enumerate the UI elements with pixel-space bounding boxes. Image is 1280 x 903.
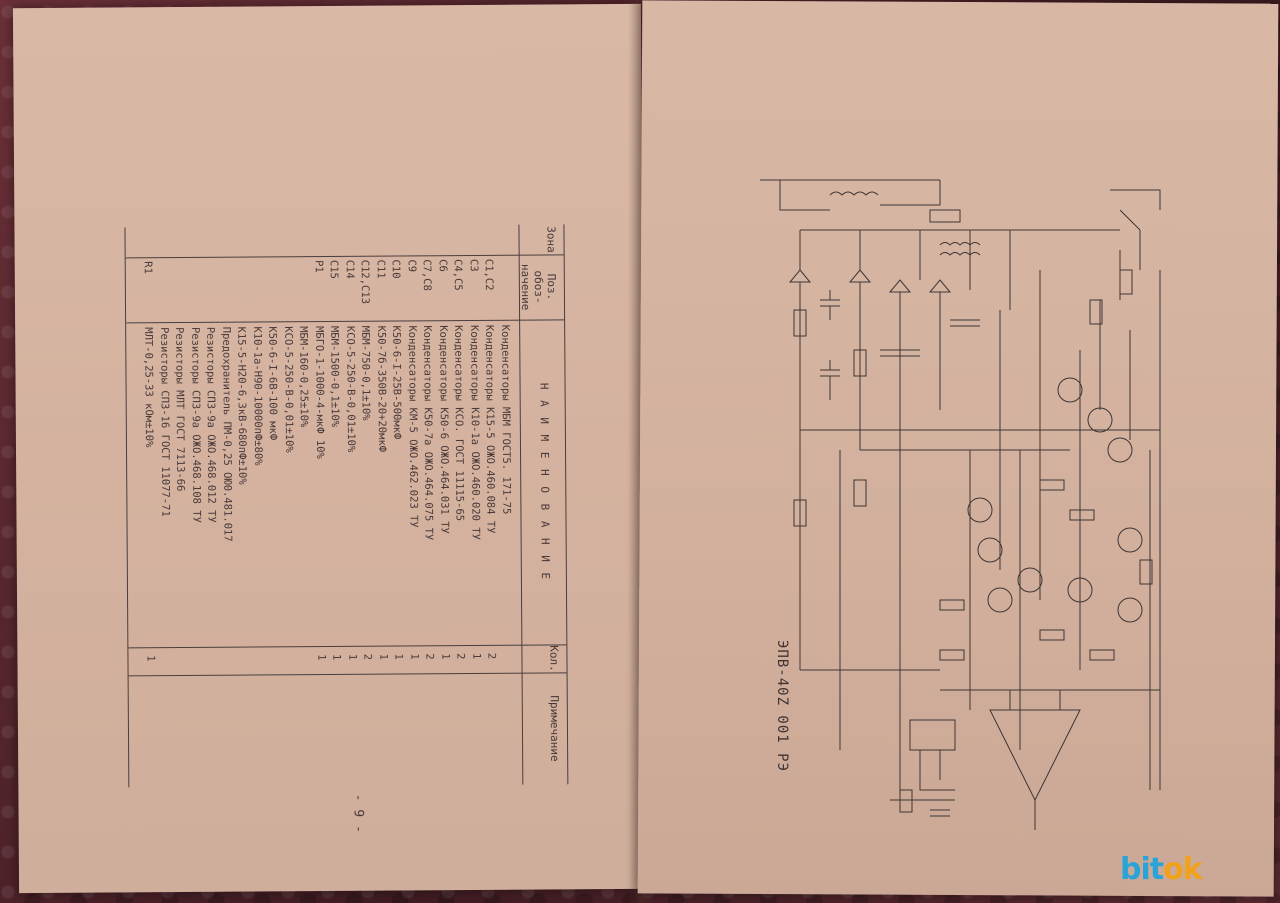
row-name: Конденсаторы МБМ ГОСТ5. 171-75	[499, 324, 513, 515]
row-name: К50-6-I-6В-100 мкФ	[266, 326, 280, 441]
row-qty: 2	[361, 653, 374, 661]
row-name: К50-6-I-25В-500мкФ	[390, 325, 404, 440]
row-position: C15	[328, 259, 341, 279]
row-qty: 1	[377, 653, 390, 661]
logo-text-b: ok	[1163, 852, 1203, 887]
row-qty: 1	[470, 652, 483, 660]
table-row: Конденсаторы МБМ ГОСТ5. 171-75	[497, 225, 515, 785]
component-table: Зона Поз. обоз- начение Н А И М Е Н О В …	[124, 224, 569, 788]
row-name: Резисторы СП3-16 ГОСТ 11077-71	[158, 327, 172, 517]
header-position: Поз. обоз- начение	[518, 263, 558, 311]
row-name: МБМ-160-0,25±10%	[297, 326, 311, 428]
row-qty: 1	[346, 653, 359, 661]
row-name: Конденсаторы КСО. ГОСТ 11115-65	[452, 325, 467, 522]
header-qty: Кол.	[547, 645, 561, 672]
row-name: МЛТ-0,25-33 кОм±10%	[142, 327, 156, 448]
row-name: Конденсаторы К10-1а ОЖО.460.020 ТУ	[468, 324, 482, 540]
table-frame: Зона Поз. обоз- начение Н А И М Е Н О В …	[124, 224, 569, 788]
row-position: C9	[405, 259, 418, 273]
row-position: C4,C5	[452, 259, 465, 291]
row-name: К10-1а-Н90-10000пФ±80%	[251, 326, 265, 466]
row-position: C10	[390, 259, 403, 279]
row-qty: 2	[454, 653, 467, 660]
row-name: КСО-5-250-В-0,01±10%	[344, 325, 358, 453]
row-name: МБМ-750-0,1±10%	[359, 325, 373, 421]
header-note: Примечание	[547, 695, 562, 762]
row-qty: 2	[485, 652, 498, 660]
row-qty: 1	[439, 653, 452, 660]
row-position: C14	[343, 259, 356, 279]
row-qty: 1	[315, 654, 328, 661]
row-name: Предохранитель ПМ-0,25 ОЮ0.481.017	[220, 326, 234, 542]
left-page: Зона Поз. обоз- начение Н А И М Е Н О В …	[12, 3, 648, 894]
row-position: C7,C8	[421, 259, 434, 291]
row-position: C6	[436, 259, 449, 272]
header-name: Н А И М Е Н О В А Н И Е	[537, 382, 552, 582]
row-name: КСО-5-250-В-0,01±10%	[282, 326, 296, 453]
row-name: Резисторы СП3-9а ОЖО.468.108 ТУ	[189, 326, 203, 523]
row-position: C12,C13	[359, 259, 372, 305]
bitok-logo: bitok	[1120, 852, 1203, 887]
row-qty: 2	[423, 653, 436, 660]
row-name: К15-5-Н20-6,3кВ-680пФ±10%	[235, 326, 249, 485]
row-name: Конденсаторы К15-5 ОЖО.460.084 ТУ	[483, 324, 498, 534]
row-name: Резисторы МЛТ ГОСТ 7113-66	[173, 327, 187, 492]
header-zone: Зона	[544, 226, 558, 253]
schematic-title: ЭПВ-40Z 001 РЭ	[774, 640, 790, 773]
page-number: - 9 -	[350, 793, 366, 833]
row-name: К50-7б-350В-20+20мкФ	[375, 325, 389, 453]
row-name: МБМ-1500-0,1±10%	[328, 325, 342, 428]
row-position: C11	[374, 259, 387, 279]
row-name: Конденсаторы К50-7а ОЖО.464.075 ТУ	[421, 325, 436, 541]
row-qty: 1	[144, 655, 157, 662]
row-name: Конденсаторы К50-6 ОЖО.464.031 ТУ	[437, 325, 451, 534]
row-qty: 1	[408, 653, 421, 660]
row-position: P1	[312, 260, 325, 273]
row-position: C3	[467, 258, 480, 272]
row-position: R1	[142, 261, 155, 274]
row-name: Резисторы СП3-9а ОЖО.468.012 ТУ	[204, 326, 219, 523]
row-qty: 1	[330, 653, 343, 661]
schematic-drawing	[760, 179, 1161, 830]
logo-text-a: bit	[1120, 852, 1164, 887]
row-qty: 1	[392, 653, 405, 660]
row-name: Конденсаторы КМ-5 ОЖО.462.023 ТУ	[406, 325, 420, 528]
row-position: C1,C2	[483, 258, 496, 291]
circuit-schematic	[740, 150, 1180, 840]
row-name: МБГО-1-1000-4-мкФ 10%	[313, 326, 327, 459]
